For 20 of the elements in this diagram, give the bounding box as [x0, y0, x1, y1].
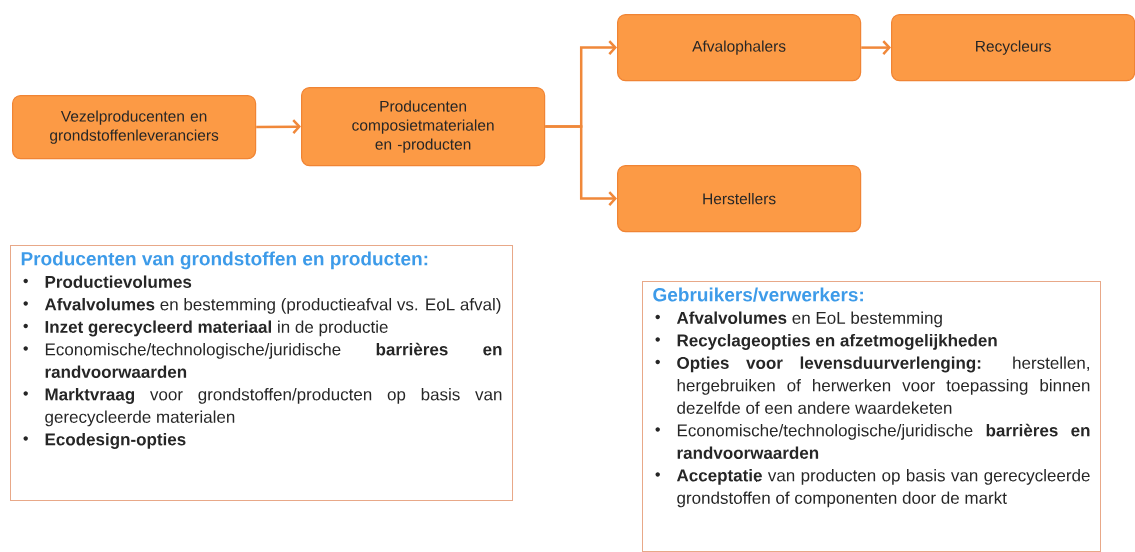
- box-heading: Gebruikers/verwerkers:: [653, 287, 863, 302]
- process-box: Vezelproducenten en grondstoffenleveranciers: [12, 95, 257, 160]
- info-box: [642, 281, 1101, 552]
- process-box: Producenten composietmaterialen en -producten: [301, 87, 546, 167]
- process-box: Afvalophalers: [617, 14, 862, 82]
- list-item: Afvalvolumes en EoL bestemming: [655, 311, 942, 328]
- arrow: [861, 40, 891, 55]
- list-item: Inzet gerecycleerd materiaal in de productie: [23, 320, 388, 337]
- box-heading: Producenten van grondstoffen en producten:: [21, 251, 428, 270]
- info-box: [10, 245, 513, 501]
- list-item: Acceptatie van producten op basis van gerecycleerde grondstoffen of componenten door de markt: [655, 468, 1090, 508]
- list-item: Marktvraag voor grondstoffen/producten op basis van gerecycleerde materialen: [23, 387, 502, 427]
- arrow: [256, 119, 301, 135]
- process-box: Herstellers: [617, 165, 862, 233]
- list-item: Afvalvolumes en bestemming (productieafval vs. EoL afval): [23, 297, 501, 314]
- list-item: Productievolumes: [23, 275, 192, 288]
- list-item: Ecodesign-opties: [23, 432, 186, 449]
- arrow: [545, 125, 617, 206]
- process-box: Recycleurs: [891, 14, 1135, 82]
- list-item: Recyclageopties en afzetmogelijkheden: [655, 333, 997, 350]
